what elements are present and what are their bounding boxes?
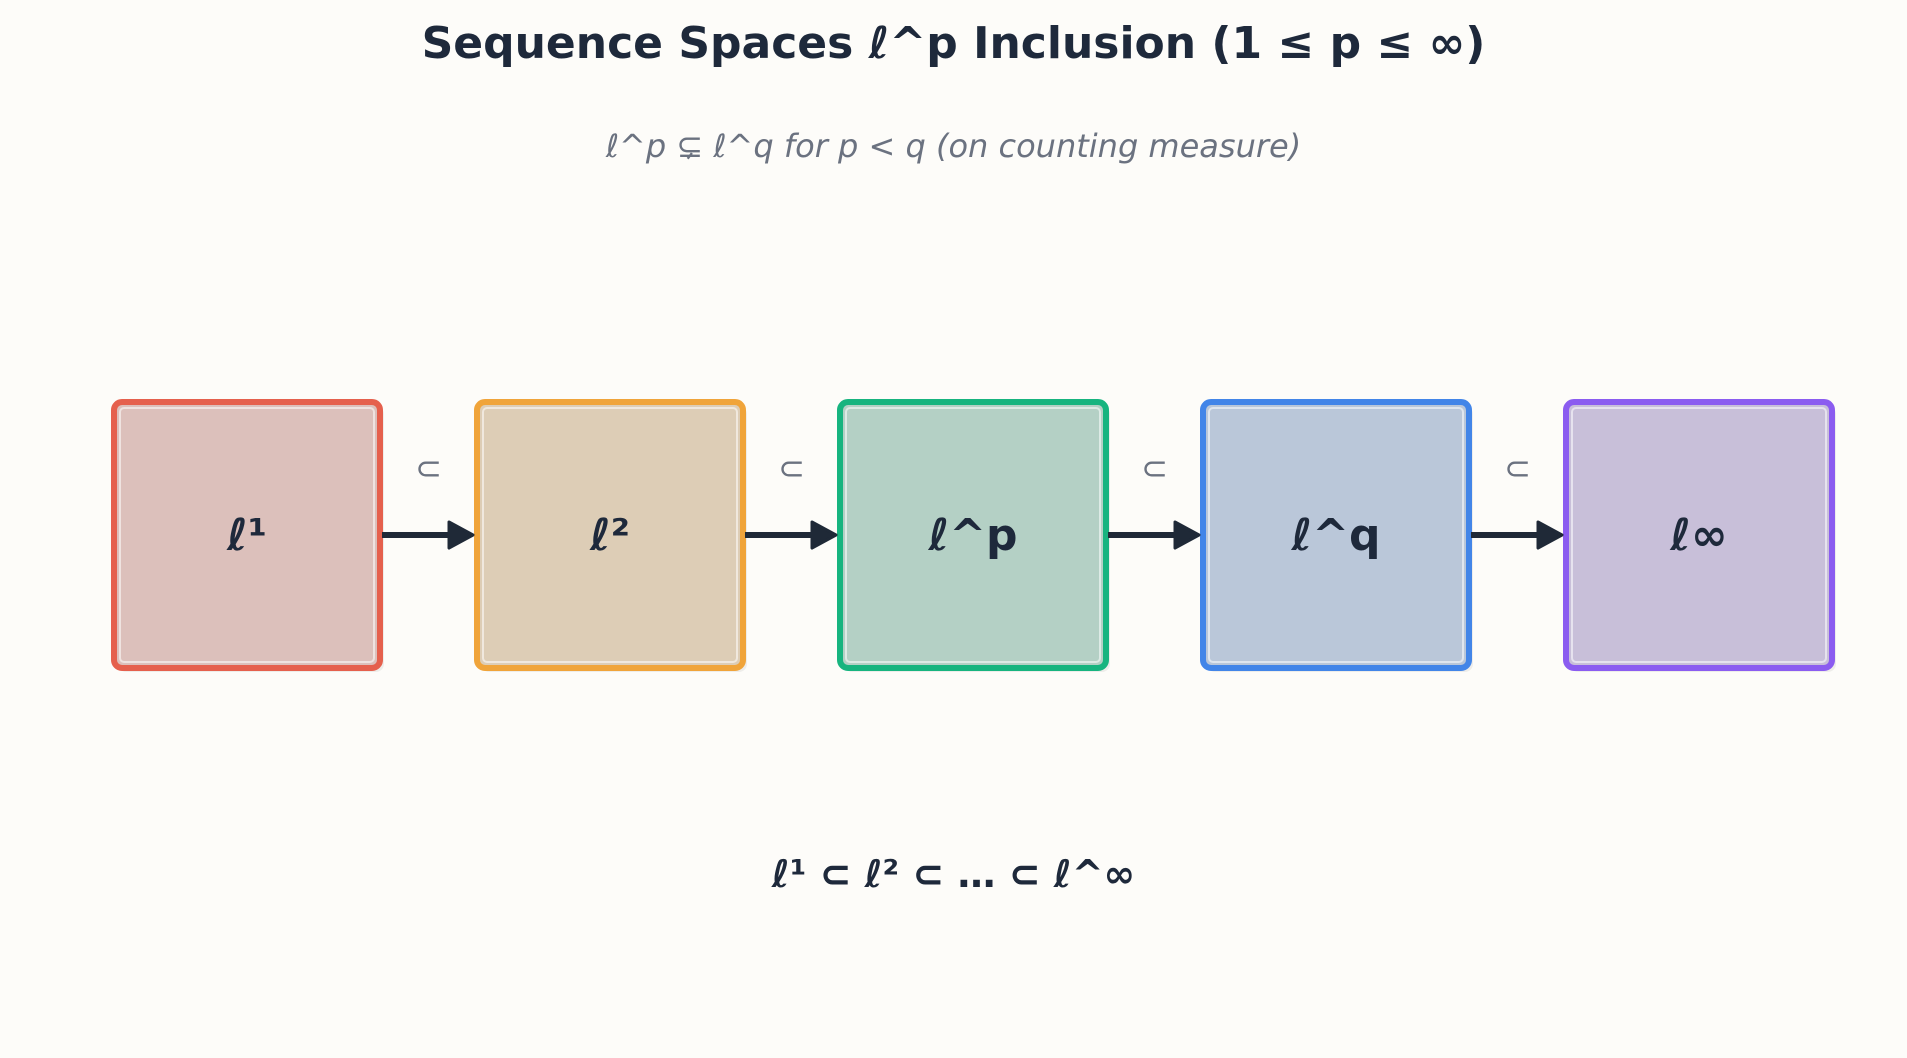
node-box (1200, 399, 1472, 671)
arrow-head (1536, 520, 1564, 550)
node-label: ℓ¹ (226, 510, 267, 561)
node-lq: ℓ^q (1200, 399, 1473, 672)
arrow-head (447, 520, 475, 550)
node-inner-highlight (482, 407, 738, 663)
node-inner-highlight (1208, 407, 1464, 663)
subset-symbol: ⊂ (778, 449, 805, 487)
inclusion-arrow-lp-lq: ⊂ (1108, 449, 1201, 550)
node-box (1563, 399, 1835, 671)
arrow-head (810, 520, 838, 550)
page-subtitle: ℓ^p ⊊ ℓ^q for p < q (on counting measure… (605, 127, 1302, 165)
node-label: ℓ∞ (1669, 510, 1727, 561)
node-inner-highlight (119, 407, 375, 663)
node-label: ℓ² (589, 510, 630, 561)
arrow-head (1173, 520, 1201, 550)
node-linf: ℓ∞ (1563, 399, 1836, 672)
subset-symbol: ⊂ (1141, 449, 1168, 487)
node-box (837, 399, 1109, 671)
inclusion-arrow-l1-l2: ⊂ (382, 449, 475, 550)
page-title: Sequence Spaces ℓ^p Inclusion (1 ≤ p ≤ ∞… (421, 18, 1486, 69)
node-inner-highlight (1571, 407, 1827, 663)
inclusion-arrow-lq-linf: ⊂ (1471, 449, 1564, 550)
node-box (111, 399, 383, 671)
inclusion-arrow-l2-lp: ⊂ (745, 449, 838, 550)
node-lp: ℓ^p (837, 399, 1110, 672)
node-label: ℓ^p (927, 510, 1017, 561)
subset-symbol: ⊂ (1504, 449, 1531, 487)
node-inner-highlight (845, 407, 1101, 663)
node-label: ℓ^q (1290, 510, 1380, 561)
node-box (474, 399, 746, 671)
node-l2: ℓ² (474, 399, 747, 672)
inclusion-chain-formula: ℓ¹ ⊂ ℓ² ⊂ … ⊂ ℓ^∞ (771, 852, 1136, 896)
subset-symbol: ⊂ (415, 449, 442, 487)
node-l1: ℓ¹ (111, 399, 384, 672)
